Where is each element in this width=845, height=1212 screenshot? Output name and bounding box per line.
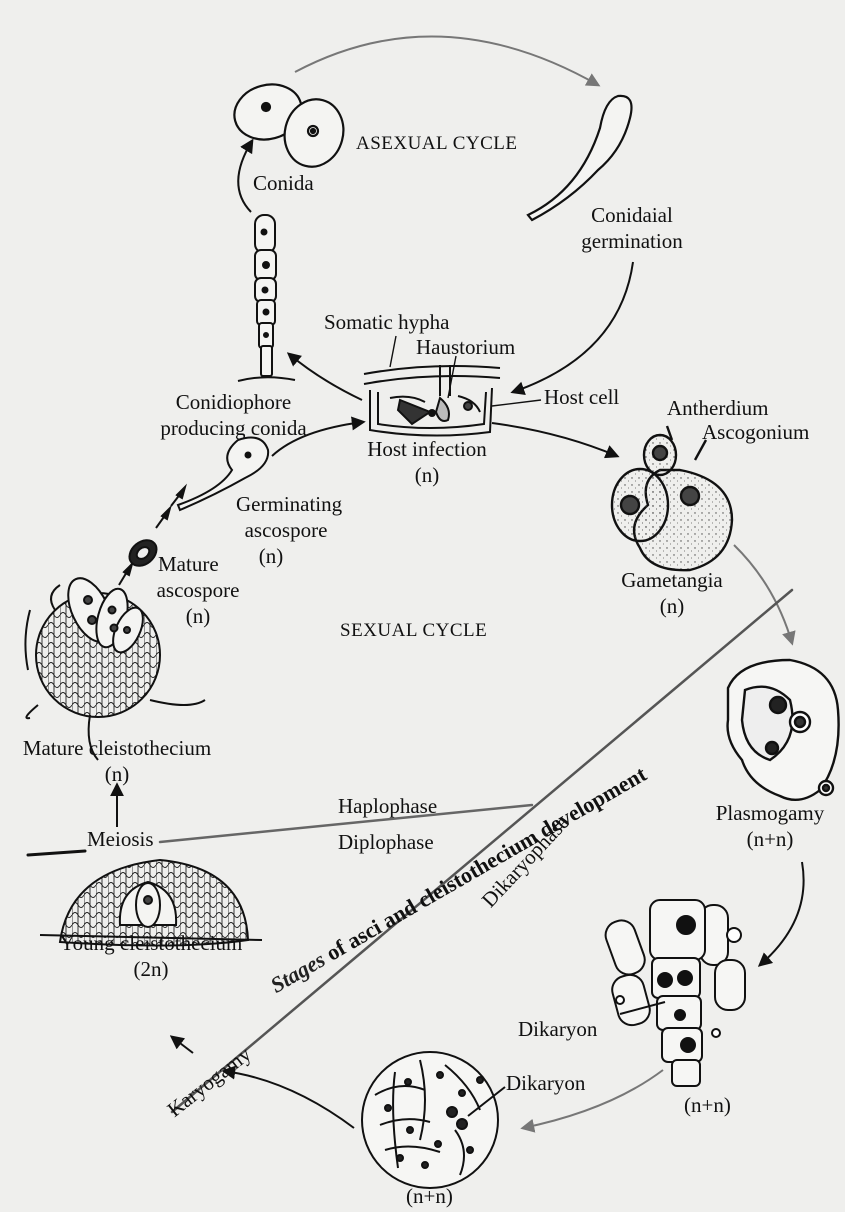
conidia-illustration [228, 77, 351, 173]
host-infection-illustration [364, 365, 500, 436]
plasmogamy-illustration [728, 660, 839, 800]
arrow-host-to-gametangia [492, 423, 617, 456]
arrow-gametangia-to-plasmogamy [734, 545, 792, 643]
conidiophore-line-2: producing conida [146, 415, 321, 441]
plasmogamy-label: Plasmogamy (n+n) [700, 800, 840, 852]
germinating-ascospore-line-1: Germinating [236, 491, 336, 517]
dikaryon-right-ploidy: (n+n) [684, 1092, 731, 1118]
mature-cleistothecium-ploidy: (n) [4, 761, 230, 787]
mature-ascospore-line-1: Mature [150, 551, 246, 577]
dikaryon-bottom-ploidy: (n+n) [406, 1183, 453, 1209]
germinating-ascospore-label: Germinating ascospore (n) [236, 491, 336, 569]
conidial-germination-line-1: Conidaial [570, 202, 694, 228]
gametangia-ploidy: (n) [608, 593, 736, 619]
mature-cleistothecium-label: Mature cleistothecium (n) [4, 735, 230, 787]
conidial-germination-label: Conidaial germination [570, 202, 694, 254]
plasmogamy-ploidy: (n+n) [700, 826, 840, 852]
asexual-cycle-label: ASEXUAL CYCLE [356, 131, 518, 157]
plasmogamy-title: Plasmogamy [700, 800, 840, 826]
host-infection-label: Host infection (n) [352, 436, 502, 488]
arrow-plasmogamy-to-dikaryon [760, 862, 804, 965]
host-infection-ploidy: (n) [352, 462, 502, 488]
young-cleistothecium-ploidy: (2n) [40, 956, 262, 982]
conidial-germination-line-2: germination [570, 228, 694, 254]
diplophase-label: Diplophase [338, 829, 434, 855]
mature-ascospore-ploidy: (n) [150, 603, 246, 629]
conidiophore-label: Conidiophore producing conida [146, 389, 321, 441]
arrow-conida-to-germination [295, 36, 598, 85]
somatic-hypha-label: Somatic hypha [324, 309, 449, 335]
mature-cleistothecium-title: Mature cleistothecium [4, 735, 230, 761]
mature-ascospore-line-2: ascospore [150, 577, 246, 603]
gametangia-illustration [612, 426, 732, 570]
conidiophore-illustration [238, 215, 295, 381]
meiosis-left-bar [28, 851, 85, 855]
dikaryon-bottom-illustration [362, 1052, 505, 1188]
conida-label: Conida [253, 170, 314, 196]
dikaryon-right-illustration [602, 900, 745, 1086]
dikaryon-right-label: Dikaryon [518, 1016, 597, 1042]
host-infection-title: Host infection [352, 436, 502, 462]
gametangia-label: Gametangia (n) [608, 567, 736, 619]
meiosis-label: Meiosis [87, 826, 154, 852]
haplophase-label: Haplophase [338, 793, 437, 819]
gametangia-title: Gametangia [608, 567, 736, 593]
conidiophore-line-1: Conidiophore [146, 389, 321, 415]
arrow-conidiophore-to-conida [238, 141, 252, 212]
antheridium-label: Antherdium [667, 395, 768, 421]
mature-ascospore-label: Mature ascospore (n) [150, 551, 246, 629]
germinating-ascospore-ploidy: (n) [236, 543, 336, 569]
dikaryon-bottom-label: Dikaryon [506, 1070, 585, 1096]
young-cleistothecium-title: Young cleistothecium [40, 930, 262, 956]
arrow-karyogamy-to-young [172, 1037, 193, 1053]
young-cleistothecium-label: Young cleistothecium (2n) [40, 930, 262, 982]
arrow-germination-to-host [513, 262, 633, 392]
sexual-cycle-label: SEXUAL CYCLE [340, 618, 487, 644]
germinating-ascospore-line-2: ascospore [236, 517, 336, 543]
ascogonium-label: Ascogonium [702, 419, 809, 445]
host-cell-label: Host cell [544, 384, 619, 410]
arrow-dikaryon-to-karyogamy [224, 1071, 354, 1128]
haustorium-label: Haustorium [416, 334, 515, 360]
